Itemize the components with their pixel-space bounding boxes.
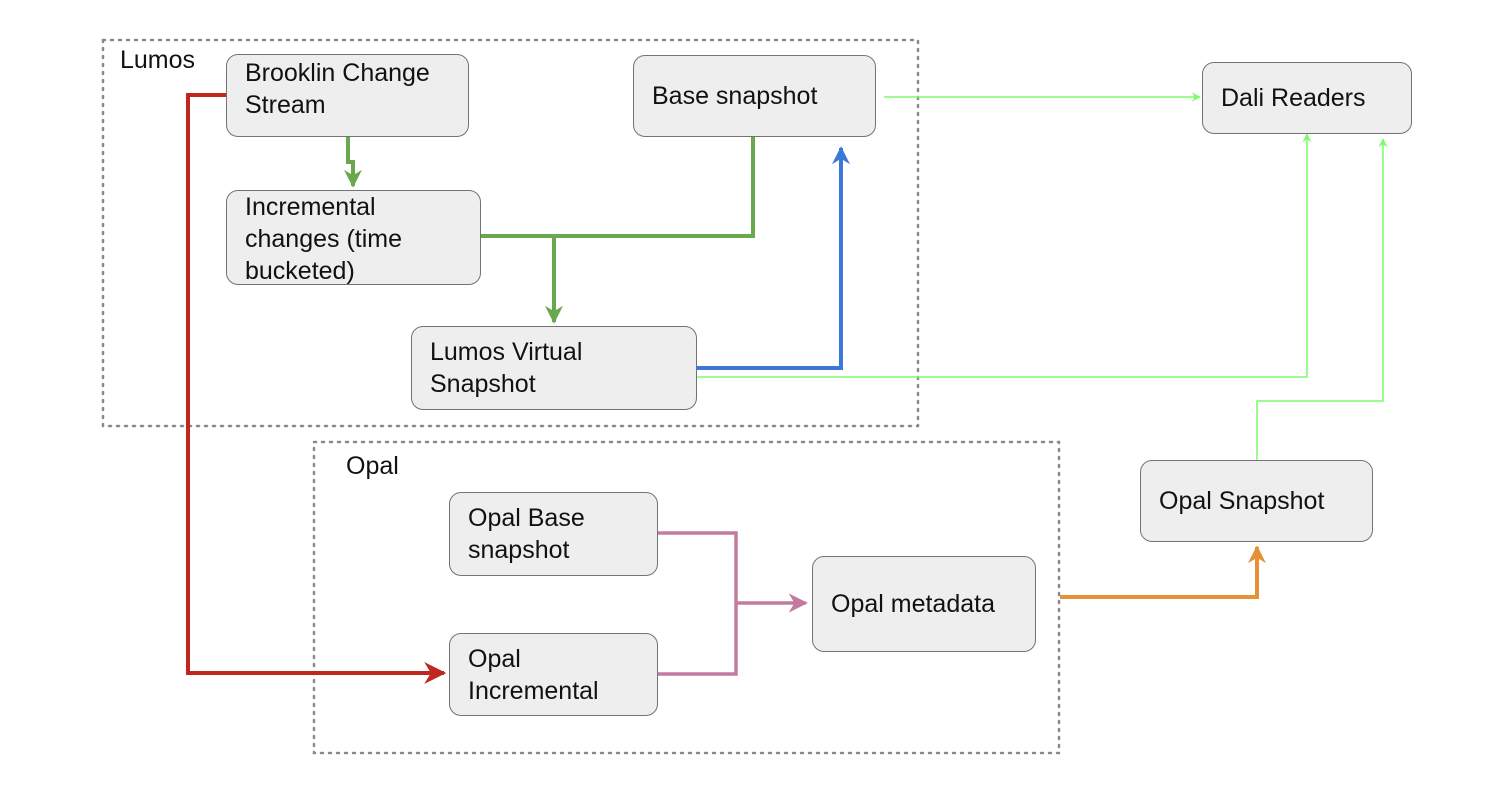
node-lumos-virtual-snapshot[interactable]: Lumos Virtual Snapshot: [411, 326, 697, 410]
edge-opal-snapshot-to-dali: [1256, 138, 1388, 460]
opal-group-label: Opal: [346, 452, 399, 480]
node-brooklin-change-stream[interactable]: Brooklin Change Stream: [226, 54, 469, 137]
node-opal-base-snapshot[interactable]: Opal Base snapshot: [449, 492, 658, 576]
edge-virtual-to-dali: [697, 133, 1312, 378]
edge-incremental-to-virtual: [481, 137, 755, 238]
edge-opal-base-to-metadata: [658, 531, 738, 676]
node-dali-readers[interactable]: Dali Readers: [1202, 62, 1412, 134]
node-opal-snapshot[interactable]: Opal Snapshot: [1140, 460, 1373, 542]
node-opal-incremental[interactable]: Opal Incremental: [449, 633, 658, 716]
node-incremental-changes[interactable]: Incremental changes (time bucketed): [226, 190, 481, 285]
edge-brooklin-to-opal-incremental: [186, 93, 447, 684]
node-opal-metadata[interactable]: Opal metadata: [812, 556, 1036, 652]
node-base-snapshot[interactable]: Base snapshot: [633, 55, 876, 137]
edge-brooklin-to-incremental: [344, 137, 362, 188]
lumos-group-boundary: [101, 38, 920, 428]
edge-metadata-to-opal-snapshot: [1060, 545, 1266, 599]
lumos-group-label: Lumos: [120, 46, 196, 74]
edge-virtual-to-base: [697, 146, 850, 370]
